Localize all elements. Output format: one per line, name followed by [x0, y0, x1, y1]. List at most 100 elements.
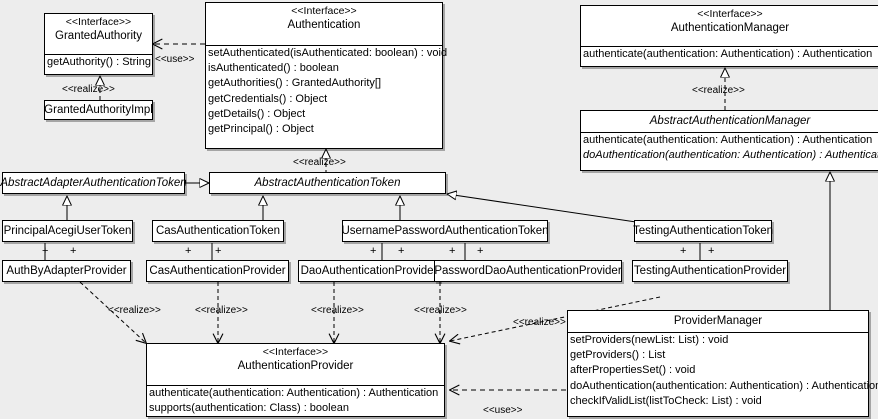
assoc-plus-usernamepasswordtoken-a: +: [370, 245, 377, 257]
method-do-authentication: doAuthentication(authentication: Authent…: [570, 379, 878, 392]
class-cas-authentication-provider-header: CasAuthenticationProvider: [147, 261, 288, 281]
class-abstract-authentication-manager[interactable]: AbstractAuthenticationManager authentica…: [580, 110, 878, 171]
assoc-plus-casauthenticationtoken-right: +: [215, 245, 222, 257]
class-cas-authentication-token-name: CasAuthenticationToken: [155, 225, 281, 237]
class-abstract-authentication-manager-header: AbstractAuthenticationManager: [581, 111, 878, 132]
method-set-providers: setProviders(newList: List) : void: [570, 334, 729, 346]
class-principal-acegi-user-token[interactable]: PrincipalAcegiUserToken: [2, 220, 133, 242]
link-authbyadapterprovider-realizes-authenticationprovider: [79, 281, 146, 343]
label-realize-abstractauthenticationmanager: <<realize>>: [692, 85, 745, 96]
class-dao-authentication-provider-name: DaoAuthenticationProvider: [300, 265, 438, 277]
class-abstract-authentication-token-name: AbstractAuthenticationToken: [254, 177, 401, 189]
assoc-plus-principalacegiusertoken-left: +: [42, 245, 49, 257]
class-granted-authority-impl[interactable]: GrantedAuthorityImpl: [44, 100, 153, 120]
method-get-credentials: getCredentials() : Object: [208, 92, 328, 105]
method-check-if-valid-list: checkIfValidList(listToCheck: List) : vo…: [570, 394, 762, 407]
assoc-plus-principalacegiusertoken-right: +: [70, 245, 77, 257]
class-abstract-adapter-authentication-token-header: AbstractAdapterAuthenticationToken: [0, 173, 187, 193]
assoc-plus-testingauthenticationtoken-right: +: [708, 245, 715, 257]
class-testing-authentication-provider-name: TestingAuthenticationProvider: [633, 265, 787, 277]
class-authentication-manager-methods: authenticate(authentication: Authenticat…: [581, 46, 878, 67]
class-auth-by-adapter-provider-name: AuthByAdapterProvider: [6, 265, 127, 277]
label-realize-daoauthenticationprovider: <<realize>>: [311, 305, 364, 316]
class-granted-authority-methods: getAuthority() : String: [45, 54, 152, 75]
class-password-dao-authentication-provider[interactable]: PasswordDaoAuthenticationProvider: [434, 260, 622, 282]
class-provider-manager-name: ProviderManager: [673, 315, 763, 327]
class-authentication-manager-stereotype: <<Interface>>: [697, 8, 763, 20]
method-supports: supports(authentication: Class) : boolea…: [149, 402, 349, 415]
class-principal-acegi-user-token-header: PrincipalAcegiUserToken: [3, 221, 132, 241]
label-use-providermanager: <<use>>: [483, 405, 523, 416]
class-testing-authentication-token-header: TestingAuthenticationToken: [633, 221, 774, 241]
class-abstract-authentication-manager-name: AbstractAuthenticationManager: [649, 115, 811, 127]
class-cas-authentication-provider-name: CasAuthenticationProvider: [149, 265, 286, 277]
method-get-details: getDetails() : Object: [208, 107, 306, 120]
class-testing-authentication-token[interactable]: TestingAuthenticationToken: [633, 220, 774, 242]
method-authenticate: authenticate(authentication: Authenticat…: [149, 387, 439, 399]
method-authenticate: authenticate(authentication: Authenticat…: [583, 134, 873, 146]
class-cas-authentication-provider[interactable]: CasAuthenticationProvider: [146, 260, 289, 282]
class-authentication-provider-stereotype: <<Interface>>: [262, 346, 329, 358]
assoc-plus-usernamepasswordtoken-c: +: [449, 245, 456, 257]
method-do-authentication: doAuthentication(authentication: Authent…: [583, 149, 878, 162]
class-cas-authentication-token[interactable]: CasAuthenticationToken: [152, 220, 284, 242]
class-authentication-provider-header: <<Interface>> AuthenticationProvider: [147, 344, 444, 385]
class-abstract-authentication-token-header: AbstractAuthenticationToken: [210, 173, 445, 193]
class-granted-authority-name: GrantedAuthority: [55, 30, 142, 42]
class-authentication-header: <<Interface>> Authentication: [206, 3, 442, 45]
class-dao-authentication-provider-header: DaoAuthenticationProvider: [299, 261, 439, 281]
method-authenticate: authenticate(authentication: Authenticat…: [583, 48, 873, 60]
assoc-plus-usernamepasswordtoken-d: +: [477, 245, 484, 257]
class-username-password-authentication-token-header: UsernamePasswordAuthenticationToken: [341, 221, 549, 241]
class-authentication-provider-methods: authenticate(authentication: Authenticat…: [147, 385, 444, 418]
label-realize-passworddaoauthenticationprovider: <<realize>>: [414, 305, 467, 316]
label-realize-authbyadapterprovider: <<realize>>: [108, 305, 161, 316]
class-abstract-adapter-authentication-token-name: AbstractAdapterAuthenticationToken: [0, 177, 187, 189]
method-after-properties-set: afterPropertiesSet() : void: [570, 364, 696, 377]
class-auth-by-adapter-provider[interactable]: AuthByAdapterProvider: [2, 260, 131, 282]
class-password-dao-authentication-provider-name: PasswordDaoAuthenticationProvider: [434, 265, 622, 277]
class-abstract-adapter-authentication-token[interactable]: AbstractAdapterAuthenticationToken: [0, 172, 187, 194]
class-testing-authentication-provider-header: TestingAuthenticationProvider: [633, 261, 787, 281]
class-authentication[interactable]: <<Interface>> Authentication setAuthenti…: [205, 2, 447, 150]
method-get-principal: getPrincipal() : Object: [208, 123, 314, 136]
class-username-password-authentication-token[interactable]: UsernamePasswordAuthenticationToken: [341, 220, 549, 242]
class-authentication-provider[interactable]: <<Interface>> AuthenticationProvider aut…: [146, 343, 445, 417]
class-authentication-manager[interactable]: <<Interface>> AuthenticationManager auth…: [580, 5, 878, 67]
class-dao-authentication-provider[interactable]: DaoAuthenticationProvider: [298, 260, 440, 282]
link-testingauthenticationtoken-extends-abstractauthenticationtoken: [447, 194, 637, 223]
class-authentication-provider-name: AuthenticationProvider: [237, 360, 354, 372]
class-principal-acegi-user-token-name: PrincipalAcegiUserToken: [3, 225, 132, 237]
class-auth-by-adapter-provider-header: AuthByAdapterProvider: [3, 261, 130, 281]
method-is-authenticated: isAuthenticated() : boolean: [208, 62, 339, 75]
assoc-plus-casauthenticationtoken-left: +: [185, 245, 192, 257]
class-authentication-methods: setAuthenticated(isAuthenticated: boolea…: [206, 45, 447, 150]
class-granted-authority[interactable]: <<Interface>> GrantedAuthority getAuthor…: [44, 13, 153, 75]
class-provider-manager-header: ProviderManager: [568, 311, 868, 332]
class-testing-authentication-token-name: TestingAuthenticationToken: [633, 225, 774, 237]
method-get-providers: getProviders() : List: [570, 349, 666, 362]
class-abstract-authentication-manager-methods: authenticate(authentication: Authenticat…: [581, 132, 878, 171]
class-authentication-manager-header: <<Interface>> AuthenticationManager: [581, 6, 878, 46]
class-testing-authentication-provider[interactable]: TestingAuthenticationProvider: [632, 260, 788, 282]
class-provider-manager-methods: setProviders(newList: List) : void getPr…: [568, 332, 878, 417]
class-abstract-authentication-token[interactable]: AbstractAuthenticationToken: [209, 172, 446, 194]
label-realize-testingauthenticationprovider: <<realize>>: [513, 317, 566, 328]
class-granted-authority-stereotype: <<Interface>>: [65, 16, 132, 28]
class-authentication-name: Authentication: [287, 19, 361, 31]
link-testingauthenticationprovider-realizes-authenticationprovider: [450, 296, 661, 341]
class-authentication-stereotype: <<Interface>>: [291, 5, 357, 17]
method-get-authorities: getAuthorities() : GrantedAuthority[]: [208, 77, 382, 90]
label-realize-abstractauthenticationtoken: <<realize>>: [293, 157, 346, 168]
label-realize-grantedauthorityimpl: <<realize>>: [62, 84, 115, 95]
class-password-dao-authentication-provider-header: PasswordDaoAuthenticationProvider: [434, 261, 622, 281]
class-cas-authentication-token-header: CasAuthenticationToken: [153, 221, 283, 241]
label-realize-casauthenticationprovider: <<realize>>: [195, 305, 248, 316]
class-authentication-manager-name: AuthenticationManager: [670, 22, 790, 34]
class-granted-authority-header: <<Interface>> GrantedAuthority: [45, 14, 152, 54]
class-username-password-authentication-token-name: UsernamePasswordAuthenticationToken: [341, 225, 549, 237]
assoc-plus-usernamepasswordtoken-b: +: [398, 245, 405, 257]
class-provider-manager[interactable]: ProviderManager setProviders(newList: Li…: [567, 310, 878, 417]
class-granted-authority-impl-header: GrantedAuthorityImpl: [44, 101, 153, 119]
